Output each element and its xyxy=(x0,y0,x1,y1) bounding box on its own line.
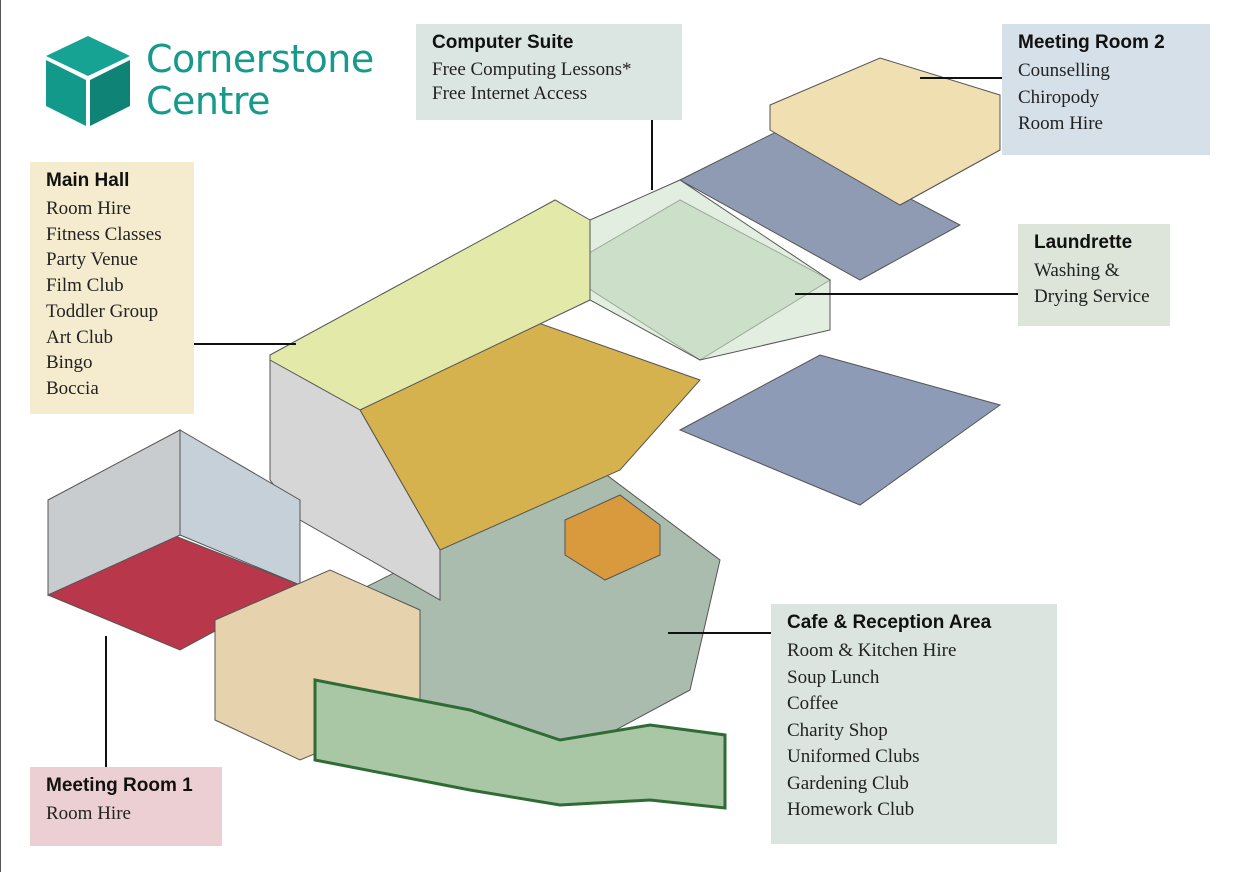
laundrette-title: Laundrette xyxy=(1034,232,1133,253)
main-hall-label: Main Hall Room Hire Fitness Classes Part… xyxy=(30,162,194,414)
cube-logo-icon xyxy=(46,36,130,126)
meeting-room-1-item: Room Hire xyxy=(46,803,131,824)
left-border xyxy=(0,0,1,872)
cafe-reception-item: Homework Club xyxy=(787,799,915,820)
meeting-room-2-item: Counselling xyxy=(1018,60,1110,81)
meeting-room-2-item: Room Hire xyxy=(1018,113,1103,134)
cafe-reception-item: Coffee xyxy=(787,693,839,714)
main-hall-item: Art Club xyxy=(46,326,114,348)
cafe-reception-item: Soup Lunch xyxy=(787,666,880,688)
main-hall-item: Film Club xyxy=(46,275,124,297)
logo: Cornerstone Centre xyxy=(44,34,384,129)
main-hall-item: Boccia xyxy=(46,377,99,399)
logo-line-1: Cornerstone xyxy=(146,37,374,81)
computer-suite-item: Free Internet Access xyxy=(432,83,588,104)
main-hall-item: Fitness Classes xyxy=(46,223,162,245)
cafe-reception-label: Cafe & Reception Area Room & Kitchen Hir… xyxy=(771,604,1057,844)
reception-desk xyxy=(564,494,661,581)
main-hall-title: Main Hall xyxy=(46,170,130,191)
computer-suite-title: Computer Suite xyxy=(432,32,574,53)
meeting-room-2-wall xyxy=(769,57,1001,206)
meeting-room-1-label: Meeting Room 1 Room Hire xyxy=(30,767,222,846)
meeting-room-1-title: Meeting Room 1 xyxy=(46,775,193,796)
laundrette-item: Drying Service xyxy=(1034,285,1150,307)
computer-suite-floor xyxy=(678,129,962,281)
logo-line-2: Centre xyxy=(146,79,271,123)
meeting-room-2-item: Chiropody xyxy=(1018,86,1100,108)
cafe-reception-item: Charity Shop xyxy=(787,719,888,741)
cafe-reception-title: Cafe & Reception Area xyxy=(787,612,992,633)
glass-frontage xyxy=(313,678,727,810)
logo-wordmark: Cornerstone Centre xyxy=(146,38,374,122)
main-hall-item: Bingo xyxy=(46,352,93,374)
main-hall-item: Party Venue xyxy=(46,249,138,271)
computer-suite-item: Free Computing Lessons* xyxy=(432,59,632,80)
toilets-floor xyxy=(678,354,1002,506)
main-hall-item: Room Hire xyxy=(46,198,131,219)
meeting-room-2-label: Meeting Room 2 Counselling Chiropody Roo… xyxy=(1002,24,1210,155)
main-hall-item: Toddler Group xyxy=(46,300,159,322)
meeting-room-2-title: Meeting Room 2 xyxy=(1018,32,1165,53)
laundrette-label: Laundrette Washing & Drying Service xyxy=(1018,224,1170,326)
laundrette-wall xyxy=(589,179,831,361)
cafe-reception-item: Gardening Club xyxy=(787,772,909,794)
cafe-reception-item: Uniformed Clubs xyxy=(787,746,920,767)
cafe-reception-item: Room & Kitchen Hire xyxy=(787,640,957,661)
laundrette-item: Washing & xyxy=(1034,260,1120,281)
main-hall-side-wall xyxy=(269,359,441,601)
computer-suite-label: Computer Suite Free Computing Lessons* F… xyxy=(416,24,682,120)
